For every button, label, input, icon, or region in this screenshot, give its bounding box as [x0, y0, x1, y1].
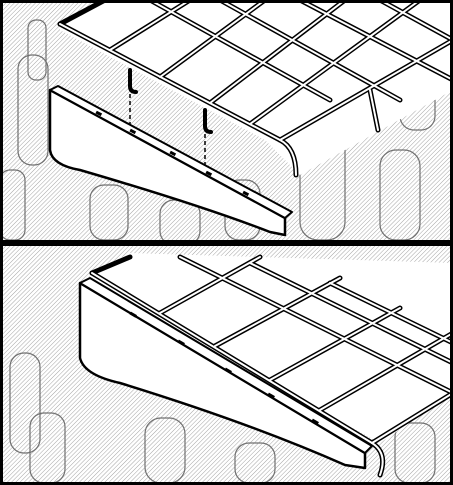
bracket	[48, 85, 293, 237]
panel-step-assembled	[0, 243, 453, 485]
hook-left	[128, 68, 138, 94]
wire-shelf	[57, 0, 453, 178]
panel-bottom-svg	[0, 243, 453, 485]
bracket	[78, 277, 373, 470]
bracket-slots	[95, 110, 250, 197]
panel-top-svg	[0, 0, 453, 243]
bracket-slots	[129, 311, 319, 425]
panel-step-hang	[0, 0, 453, 243]
hooks	[128, 68, 213, 134]
wire-shelf	[89, 253, 453, 478]
hook-right	[203, 108, 213, 134]
